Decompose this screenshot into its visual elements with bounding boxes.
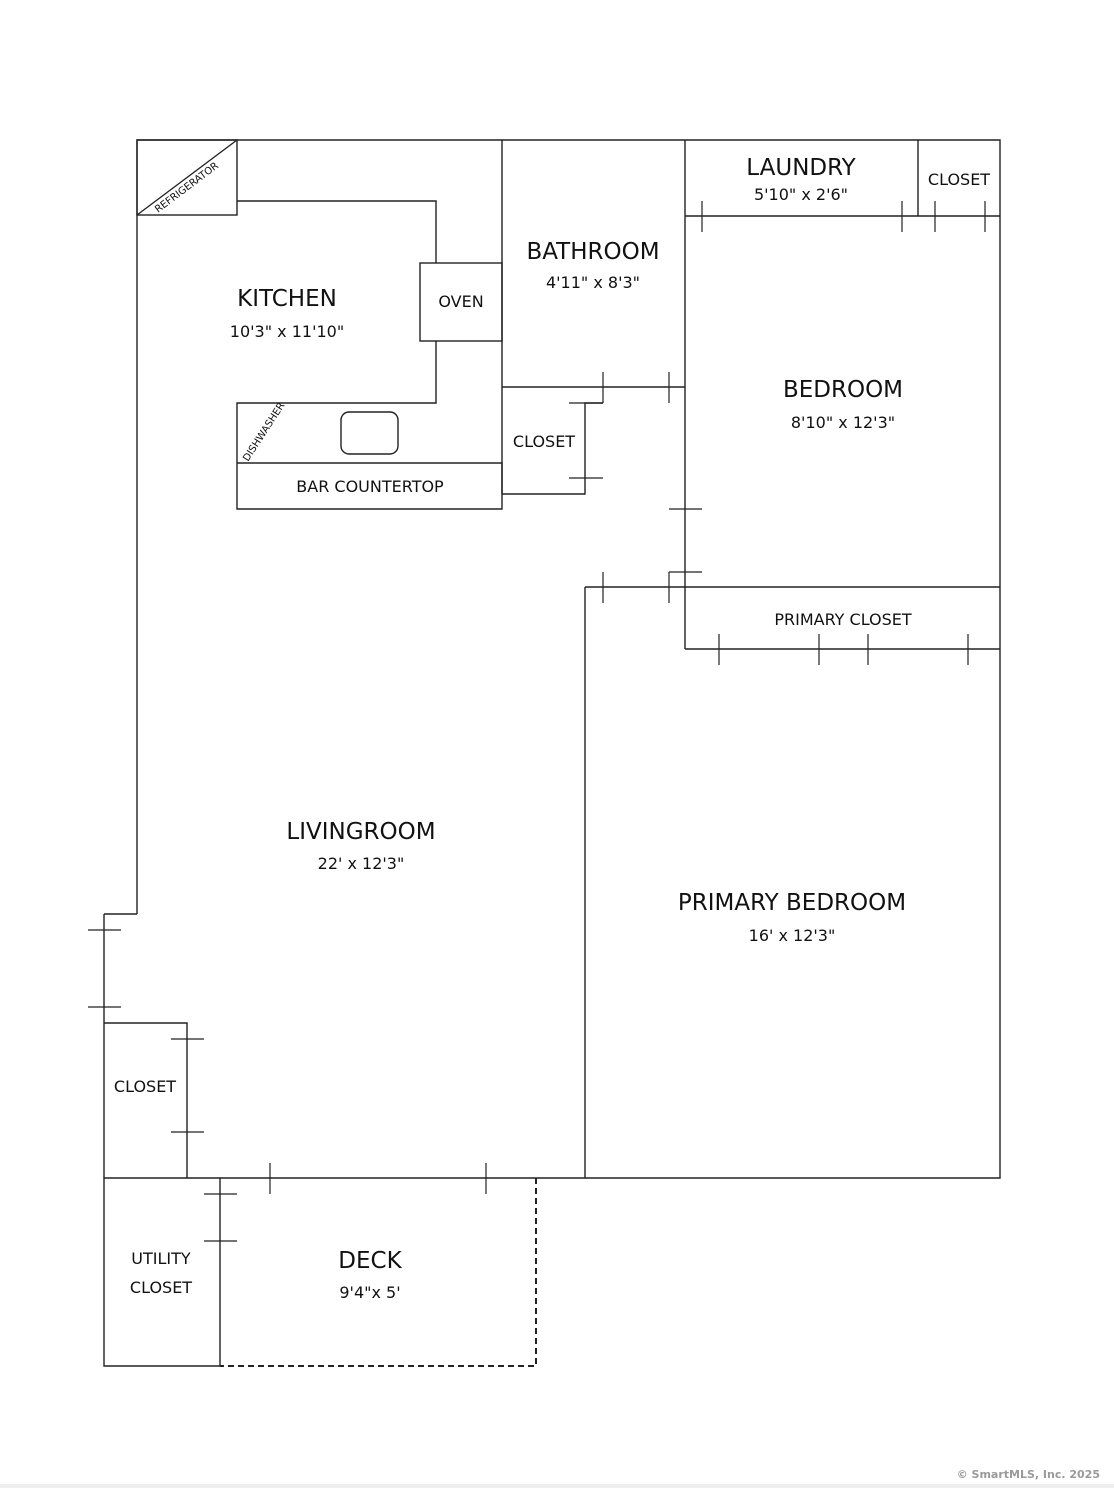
livingroom-dimensions: 22' x 12'3" xyxy=(318,854,405,873)
kitchen-counters: DISHWASHER xyxy=(236,200,503,510)
kitchen-name: KITCHEN xyxy=(237,286,337,312)
bedroom-name: BEDROOM xyxy=(783,377,903,403)
kitchen-dimensions: 10'3" x 11'10" xyxy=(230,322,344,341)
bathroom-name: BATHROOM xyxy=(526,239,659,265)
bottom-bar xyxy=(0,1484,1114,1488)
living-closet-label: CLOSET xyxy=(114,1077,176,1096)
laundry-name: LAUNDRY xyxy=(746,155,856,181)
oven-label: OVEN xyxy=(438,292,483,311)
utility-closet-label-line1: UTILITY xyxy=(131,1249,191,1268)
laundry-closet-label: CLOSET xyxy=(928,170,990,189)
utility-closet-label-line2: CLOSET xyxy=(130,1278,192,1297)
laundry-dimensions: 5'10" x 2'6" xyxy=(754,185,848,204)
primary-bedroom-dimensions: 16' x 12'3" xyxy=(749,926,836,945)
deck-dimensions: 9'4"x 5' xyxy=(339,1283,400,1302)
deck-outline xyxy=(220,1178,537,1367)
hall-closet-label: CLOSET xyxy=(513,432,575,451)
refrigerator-label: REFRIGERATOR xyxy=(153,161,221,216)
sink xyxy=(340,411,399,455)
deck-name: DECK xyxy=(338,1248,402,1274)
dishwasher-label: DISHWASHER xyxy=(241,401,287,464)
bar-countertop-label: BAR COUNTERTOP xyxy=(296,477,444,496)
bedroom-dimensions: 8'10" x 12'3" xyxy=(791,413,895,432)
refrigerator: REFRIGERATOR xyxy=(136,139,238,216)
livingroom-name: LIVINGROOM xyxy=(286,819,435,845)
primary-closet-label: PRIMARY CLOSET xyxy=(774,610,912,629)
interior-walls xyxy=(104,140,1000,1366)
door-ticks xyxy=(88,201,986,1242)
bathroom-dimensions: 4'11" x 8'3" xyxy=(546,273,640,292)
copyright-notice: © SmartMLS, Inc. 2025 xyxy=(956,1468,1100,1481)
primary-bedroom-name: PRIMARY BEDROOM xyxy=(678,890,906,916)
